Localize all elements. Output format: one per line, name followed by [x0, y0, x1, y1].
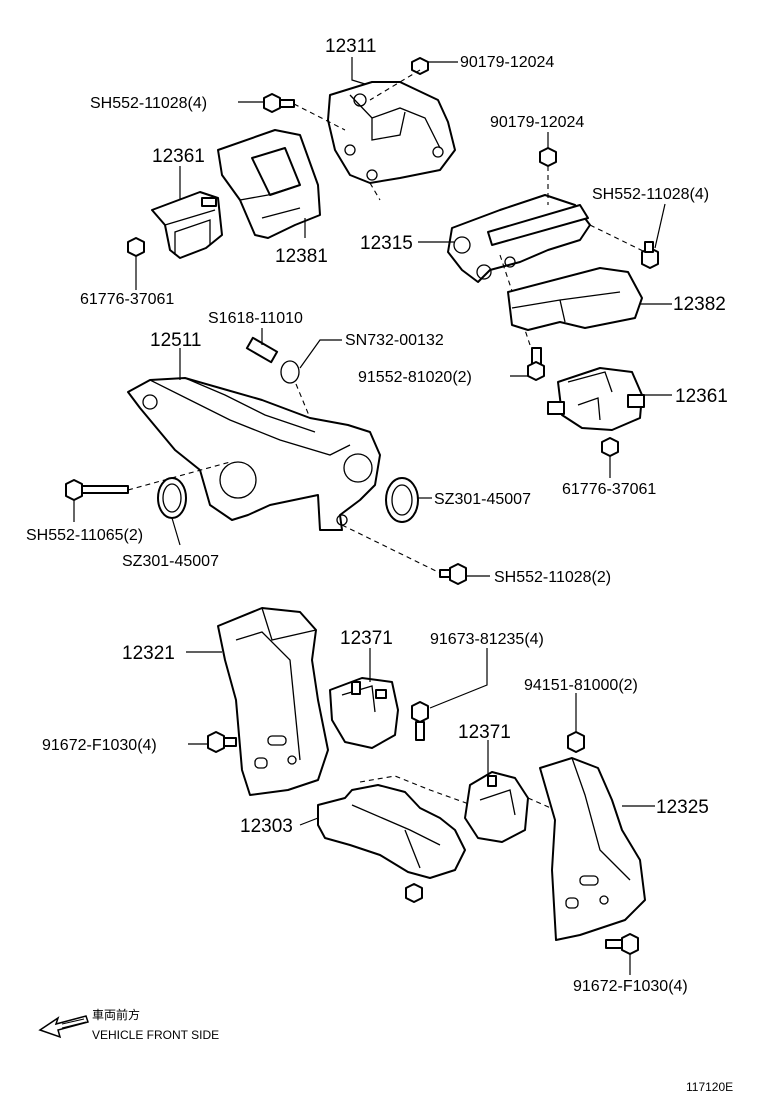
dash-12311-b	[369, 69, 421, 101]
label-sz301-b: SZ301-45007	[122, 553, 219, 570]
nut-61776-b	[601, 437, 619, 457]
label-sz301-a: SZ301-45007	[434, 491, 531, 508]
washer-sz301-b	[385, 477, 419, 523]
bracket-12315	[447, 194, 591, 283]
label-12381: 12381	[275, 246, 328, 267]
bolt-91672-a	[207, 731, 237, 753]
bolt-sh552-d	[439, 563, 467, 585]
label-sh552-d: SH552-11028(2)	[494, 569, 611, 586]
insulator-12371-b	[464, 771, 561, 843]
nut-94151	[567, 731, 585, 753]
label-12361-a: 12361	[152, 146, 205, 167]
insulator-12361-a	[151, 191, 223, 259]
insulator-12361-b	[547, 367, 645, 431]
legend-japanese: 車両前方	[92, 1007, 140, 1022]
bolt-91552	[527, 347, 545, 381]
member-12511	[127, 377, 381, 531]
label-12511: 12511	[150, 330, 201, 351]
dash-12511-a	[295, 383, 311, 419]
vehicle-front-arrow-icon	[38, 1015, 89, 1039]
label-90179-b: 90179-12024	[490, 114, 584, 131]
label-61776-b: 61776-37061	[562, 481, 656, 498]
leader-lines	[73, 57, 672, 975]
label-12321: 12321	[122, 643, 175, 664]
label-sh552-b: SH552-11028(4)	[592, 186, 709, 203]
label-91672-a: 91672-F1030(4)	[42, 737, 157, 754]
label-12303: 12303	[240, 816, 293, 837]
label-12371-b: 12371	[458, 722, 511, 743]
label-s1618: S1618-11010	[208, 310, 303, 327]
bolt-91673	[411, 701, 429, 741]
label-12315: 12315	[360, 233, 413, 254]
insulator-12371-a	[329, 677, 399, 749]
bracket-12321	[217, 607, 329, 796]
bracket-12325	[539, 757, 646, 941]
bolt-sh552-a	[263, 93, 295, 113]
label-90179-a: 90179-12024	[460, 54, 554, 71]
nut-61776-a	[127, 237, 145, 257]
label-91672-b: 91672-F1030(4)	[573, 978, 688, 995]
label-91552: 91552-81020(2)	[358, 369, 472, 386]
nut-90179-b	[539, 147, 557, 167]
label-12382: 12382	[673, 294, 726, 315]
washer-sz301-a	[157, 477, 187, 519]
label-12371-a: 12371	[340, 628, 393, 649]
oring-sn732	[280, 360, 300, 384]
label-sn732: SN732-00132	[345, 332, 444, 349]
label-12325: 12325	[656, 797, 709, 818]
label-sh552-a: SH552-11028(4)	[90, 95, 207, 112]
dash-12511-c	[341, 524, 441, 574]
shield-12381	[217, 129, 321, 239]
label-94151: 94151-81000(2)	[524, 677, 638, 694]
nut-90179-a	[411, 57, 429, 75]
bolt-sh552-c	[65, 479, 129, 501]
dash-12315-b	[589, 224, 646, 253]
label-91673: 91673-81235(4)	[430, 631, 544, 648]
shield-12382	[507, 267, 643, 331]
stud-s1618	[245, 336, 279, 364]
diagram-id: 117120E	[686, 1080, 733, 1094]
label-12311: 12311	[325, 36, 376, 57]
bolt-sh552-b	[641, 241, 659, 269]
bracket-12311	[327, 81, 456, 184]
bolt-91672-b	[605, 933, 639, 955]
label-12361-b: 12361	[675, 386, 728, 407]
dash-12311-c	[369, 182, 381, 201]
legend-english: VEHICLE FRONT SIDE	[92, 1028, 219, 1042]
dash-12311-a	[293, 103, 346, 131]
label-61776-a: 61776-37061	[80, 291, 174, 308]
label-sh552-c: SH552-11065(2)	[26, 527, 143, 544]
member-12303	[317, 775, 481, 879]
nut-12303	[405, 883, 423, 903]
